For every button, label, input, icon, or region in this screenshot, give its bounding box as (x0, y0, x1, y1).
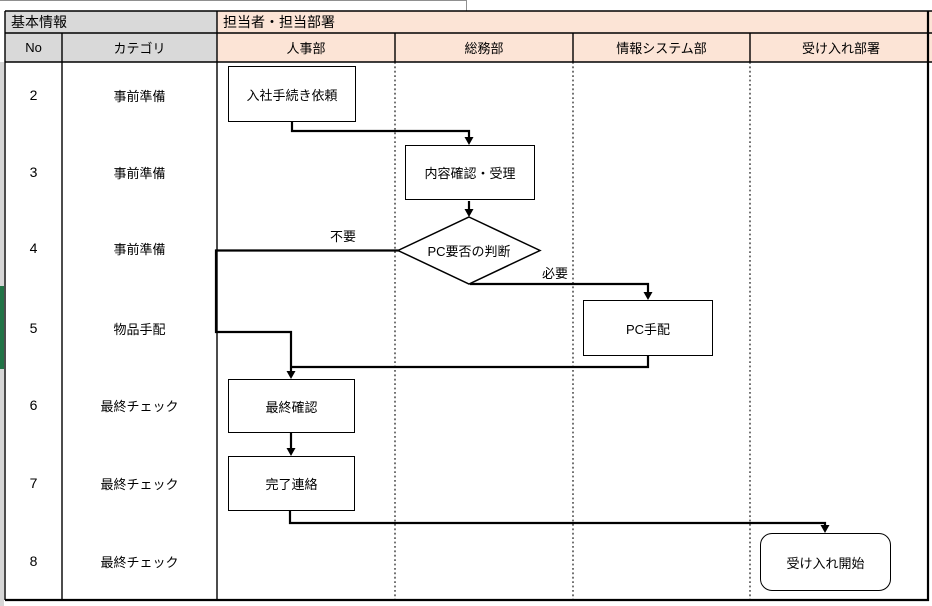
edge-label-required: 必要 (541, 266, 568, 281)
row-category: 事前準備 (113, 88, 166, 104)
row-category: 最終チェック (100, 554, 179, 570)
node-request-onboarding[interactable]: 入社手続き依頼 (228, 66, 356, 122)
lane-header-receiving-dept: 受け入れ部署 (750, 33, 932, 62)
header-assignee: 担当者・担当部署 (217, 11, 932, 33)
row-no: 8 (29, 553, 38, 569)
node-pc-arrange[interactable]: PC手配 (583, 300, 713, 356)
row-category: 事前準備 (113, 241, 166, 257)
row-category: 最終チェック (100, 476, 179, 492)
edge-label-not-required: 不要 (329, 229, 356, 244)
node-completion-notice[interactable]: 完了連絡 (228, 456, 355, 511)
left-scrollbar-track[interactable] (0, 62, 4, 606)
header-basic-info: 基本情報 (5, 11, 217, 33)
row-category: 事前準備 (113, 165, 166, 181)
row-category: 最終チェック (100, 398, 179, 414)
node-confirm-accept[interactable]: 内容確認・受理 (405, 145, 535, 200)
node-final-confirm[interactable]: 最終確認 (228, 379, 355, 433)
node-acceptance-start[interactable]: 受け入れ開始 (760, 533, 891, 591)
column-header-category: カテゴリ (62, 33, 217, 62)
row-no: 2 (29, 87, 38, 103)
node-pc-decision-label[interactable]: PC要否の判断 (427, 244, 511, 259)
row-no: 7 (29, 475, 38, 491)
lane-header-it-systems: 情報システム部 (573, 33, 750, 62)
row-no: 6 (29, 397, 38, 413)
row-no: 5 (29, 320, 38, 336)
row-category: 物品手配 (113, 321, 166, 337)
row-no: 4 (29, 240, 38, 256)
lane-header-general-affairs: 総務部 (395, 33, 573, 62)
row-no: 3 (29, 164, 38, 180)
lane-header-hr: 人事部 (217, 33, 395, 62)
column-header-no: No (5, 33, 62, 62)
left-scrollbar-thumb[interactable] (0, 286, 4, 369)
